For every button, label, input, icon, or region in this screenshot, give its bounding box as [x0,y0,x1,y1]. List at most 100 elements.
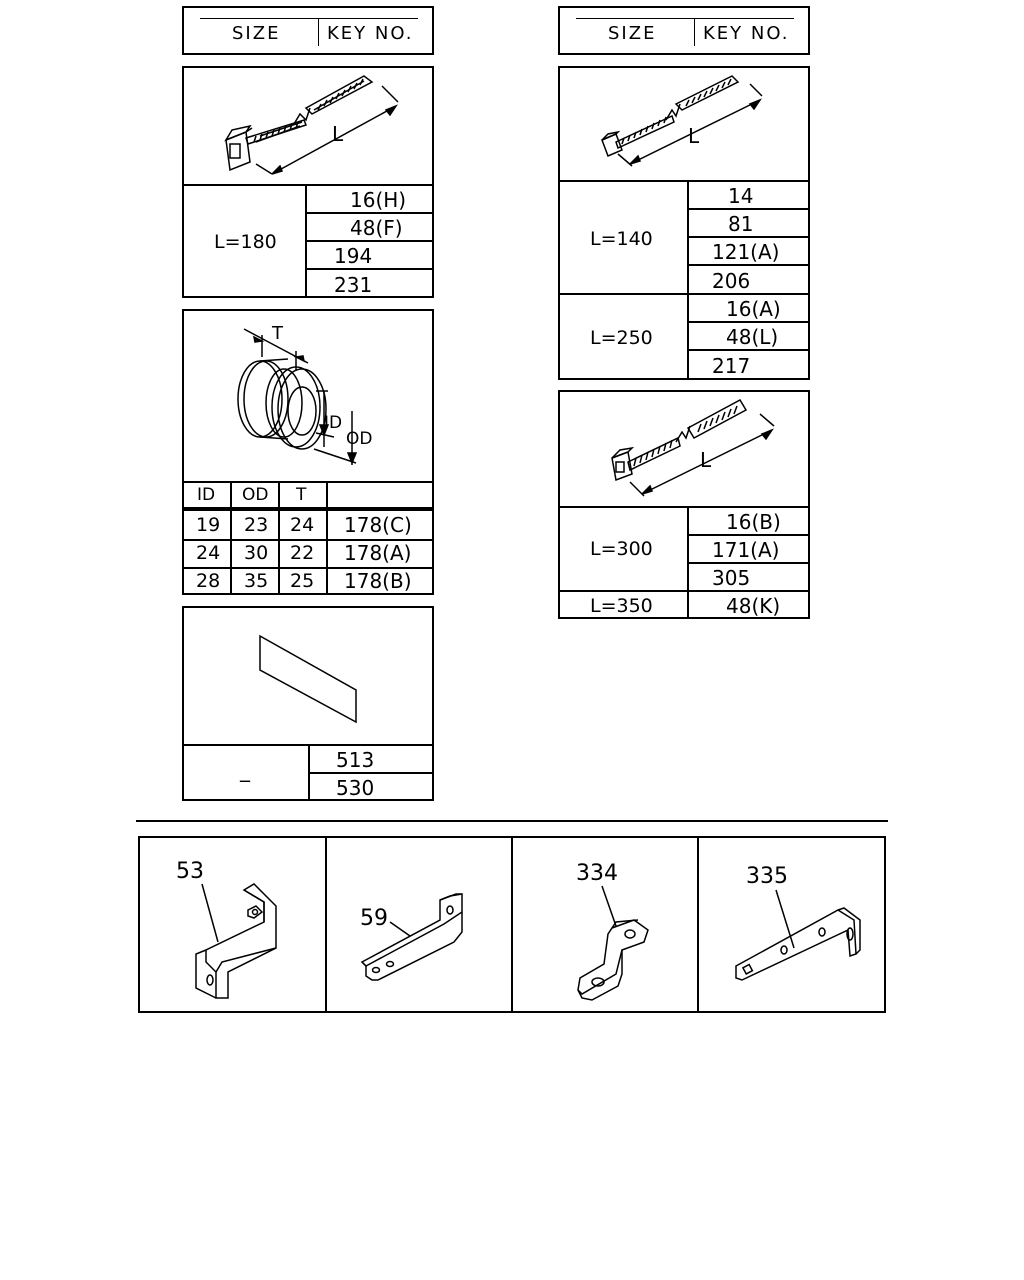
grommet-t: 22 [290,542,315,564]
cable-tie-mount-illustration [224,75,399,175]
divider [560,506,808,508]
bracket-key-334: 334 [576,861,618,886]
length-dimension-label: L [332,122,344,146]
grommet-id: 24 [196,542,221,564]
divider [305,212,432,214]
key-column-label: KEY NO. [703,23,790,44]
divider [325,838,327,1011]
grommet-key: 178(C) [344,513,412,537]
divider [305,268,432,270]
grommet-id: 19 [196,514,221,536]
divider [184,184,432,186]
bracket-59-illustration [360,893,463,981]
key-number: 530 [336,776,375,800]
header-rule [200,18,418,19]
grommet-key: 178(B) [344,569,412,593]
key-number: 305 [712,566,751,590]
key-number: 121(A) [712,240,780,264]
brackets-panel: 53 59 334 [138,836,886,1013]
grommet-t: 24 [290,514,315,536]
size-value: L=300 [590,538,653,560]
key-number: 16(B) [726,510,781,534]
divider [687,321,808,323]
divider [308,772,432,774]
bracket-335-illustration [735,889,861,981]
divider [687,180,689,378]
divider [278,481,280,593]
t-dimension-label: T [272,323,283,344]
grommet-t: 25 [290,570,315,592]
bracket-key-335: 335 [746,864,788,889]
cable-tie-wide-illustration [611,399,775,497]
divider [560,180,808,182]
key-number: 231 [334,273,373,297]
size-value: _ [240,758,250,782]
grommet-key: 178(A) [344,541,412,565]
key-number: 16(A) [726,297,781,321]
length-dimension-label: L [688,124,700,148]
grommet-od: 35 [244,570,269,592]
size-value: L=250 [590,327,653,349]
column-header-t: T [296,485,307,505]
key-number: 513 [336,748,375,772]
divider [308,744,310,799]
header-left: SIZE KEY NO. [182,6,434,55]
divider [184,481,432,483]
key-number: 48(L) [726,325,779,349]
cable-tie-140-250-panel: L L=140 14 81 121(A) 206 L=250 16(A) 48(… [558,66,810,380]
grommet-panel: T ID OD ID OD T 19 23 24 178(C) 24 30 22… [182,309,434,595]
divider [184,507,432,511]
grommet-illustration [237,328,358,466]
cable-tie-illustration [601,75,763,167]
key-number: 48(K) [726,594,781,618]
header-divider [694,18,695,46]
divider [687,562,808,564]
section-separator [136,820,888,822]
grommet-id: 28 [196,570,221,592]
column-header-id: ID [197,485,216,505]
key-number: 14 [728,184,754,208]
key-column-label: KEY NO. [327,23,414,44]
key-number: 171(A) [712,538,780,562]
bracket-53-illustration [195,883,277,999]
divider [687,349,808,351]
id-dimension-label: ID [324,413,343,433]
key-number: 48(F) [350,216,403,240]
bracket-key-59: 59 [360,906,388,931]
size-value: L=140 [590,228,653,250]
cable-tie-300-350-panel: L L=300 16(B) 171(A) 305 L=350 48(K) [558,390,810,619]
size-value: L=350 [590,595,653,617]
divider [230,481,232,593]
header-divider [318,18,319,46]
length-dimension-label: L [700,448,712,472]
key-number: 81 [728,212,754,236]
divider [687,208,808,210]
bracket-334-illustration [577,885,649,1001]
header-right: SIZE KEY NO. [558,6,810,55]
divider [687,236,808,238]
key-number: 206 [712,269,751,293]
column-header-od: OD [242,485,269,505]
key-number: 217 [712,354,751,378]
divider [184,539,432,541]
header-rule [576,18,794,19]
divider [560,293,808,295]
sheet-panel: _ 513 530 [182,606,434,801]
size-column-label: SIZE [608,23,657,44]
key-number: 16(H) [350,188,407,212]
cable-tie-180-panel: L L=180 16(H) 48(F) 194 231 [182,66,434,298]
divider [305,240,432,242]
key-number: 194 [334,244,373,268]
sheet-illustration [259,634,357,724]
divider [326,481,328,593]
divider [687,264,808,266]
size-column-label: SIZE [232,23,281,44]
divider [697,838,699,1011]
divider [184,567,432,569]
grommet-od: 30 [244,542,269,564]
grommet-od: 23 [244,514,269,536]
bracket-key-53: 53 [176,859,204,884]
divider [560,590,808,592]
divider [687,534,808,536]
divider [511,838,513,1011]
